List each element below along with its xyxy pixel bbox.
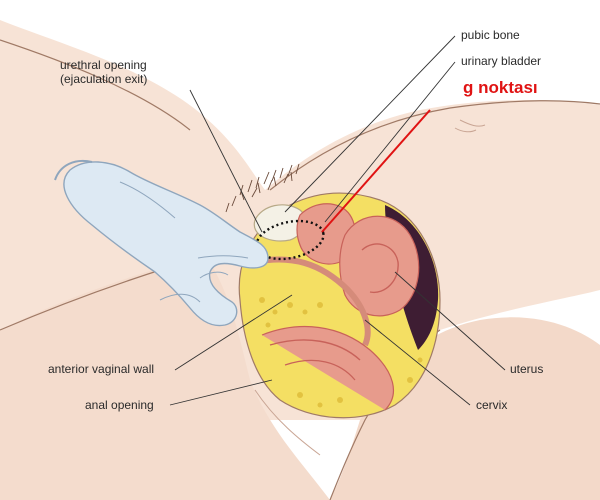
label-anterior-vaginal-wall: anterior vaginal wall — [48, 362, 154, 376]
label-urethral-opening-line1: urethral opening — [60, 58, 147, 72]
label-pubic-bone: pubic bone — [461, 28, 520, 42]
label-g-spot: g noktası — [463, 78, 538, 98]
label-uterus: uterus — [510, 362, 543, 376]
label-cervix: cervix — [476, 398, 507, 412]
pelvic-cross-section — [239, 193, 440, 418]
label-urethral-opening: urethral opening (ejaculation exit) — [60, 58, 147, 86]
label-anal-opening: anal opening — [85, 398, 154, 412]
label-urinary-bladder: urinary bladder — [461, 54, 541, 68]
label-urethral-opening-line2: (ejaculation exit) — [60, 72, 147, 86]
